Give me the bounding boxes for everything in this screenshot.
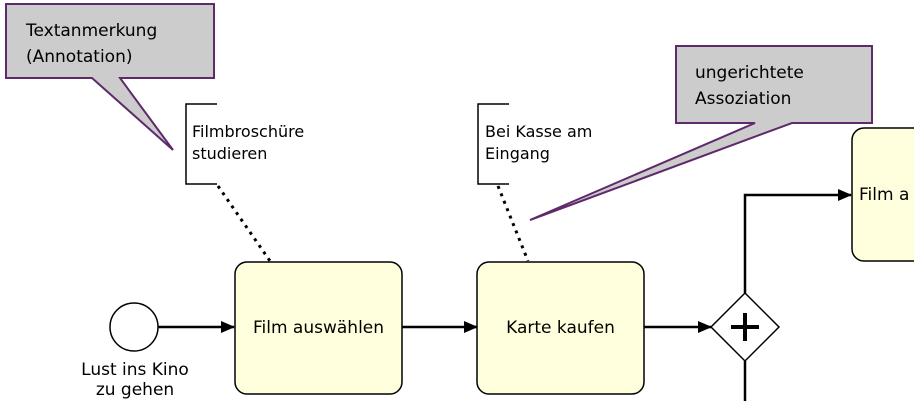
task-choose-film-label: Film auswählen bbox=[252, 318, 385, 338]
annotation-bracket-brochure bbox=[185, 103, 217, 185]
sequence-flow-gateway-to-partial bbox=[743, 189, 852, 293]
callout-association: ungerichtete Assoziation bbox=[695, 60, 804, 112]
annotation-cashier: Bei Kasse am Eingang bbox=[485, 121, 592, 165]
start-event-label-line2: zu gehen bbox=[95, 380, 175, 400]
task-buy-ticket-box[interactable] bbox=[476, 261, 645, 395]
task-buy-ticket-label: Karte kaufen bbox=[506, 318, 615, 338]
association-dotted-cashier bbox=[496, 185, 530, 262]
annotation-cashier-line2: Eingang bbox=[485, 144, 550, 163]
callout-text-annotation-line2: (Annotation) bbox=[26, 47, 133, 67]
start-event-circle[interactable] bbox=[109, 302, 159, 352]
start-event-label-line1: Lust ins Kino bbox=[81, 360, 189, 380]
start-event-label: Lust ins Kino zu gehen bbox=[60, 360, 210, 400]
callout-text-annotation: Textanmerkung (Annotation) bbox=[26, 18, 157, 70]
callout-text-annotation-line1: Textanmerkung bbox=[26, 21, 158, 41]
callout-association-shape bbox=[529, 45, 873, 221]
task-partial-label: Film a bbox=[859, 185, 910, 205]
task-partial-box[interactable] bbox=[851, 127, 914, 262]
task-choose-film-box[interactable] bbox=[234, 261, 403, 395]
callout-association-line2: Assoziation bbox=[695, 89, 792, 109]
callout-association-line1: ungerichtete bbox=[695, 63, 804, 83]
annotation-brochure-line2: studieren bbox=[192, 144, 268, 163]
callout-text-annotation-shape bbox=[5, 3, 215, 151]
annotation-brochure-line1: Filmbroschüre bbox=[192, 122, 305, 141]
association-dotted-brochure bbox=[216, 185, 272, 262]
annotation-cashier-line1: Bei Kasse am bbox=[485, 122, 593, 141]
annotation-brochure: Filmbroschüre studieren bbox=[192, 121, 304, 165]
annotation-bracket-cashier bbox=[477, 103, 509, 185]
plus-icon bbox=[731, 313, 759, 341]
